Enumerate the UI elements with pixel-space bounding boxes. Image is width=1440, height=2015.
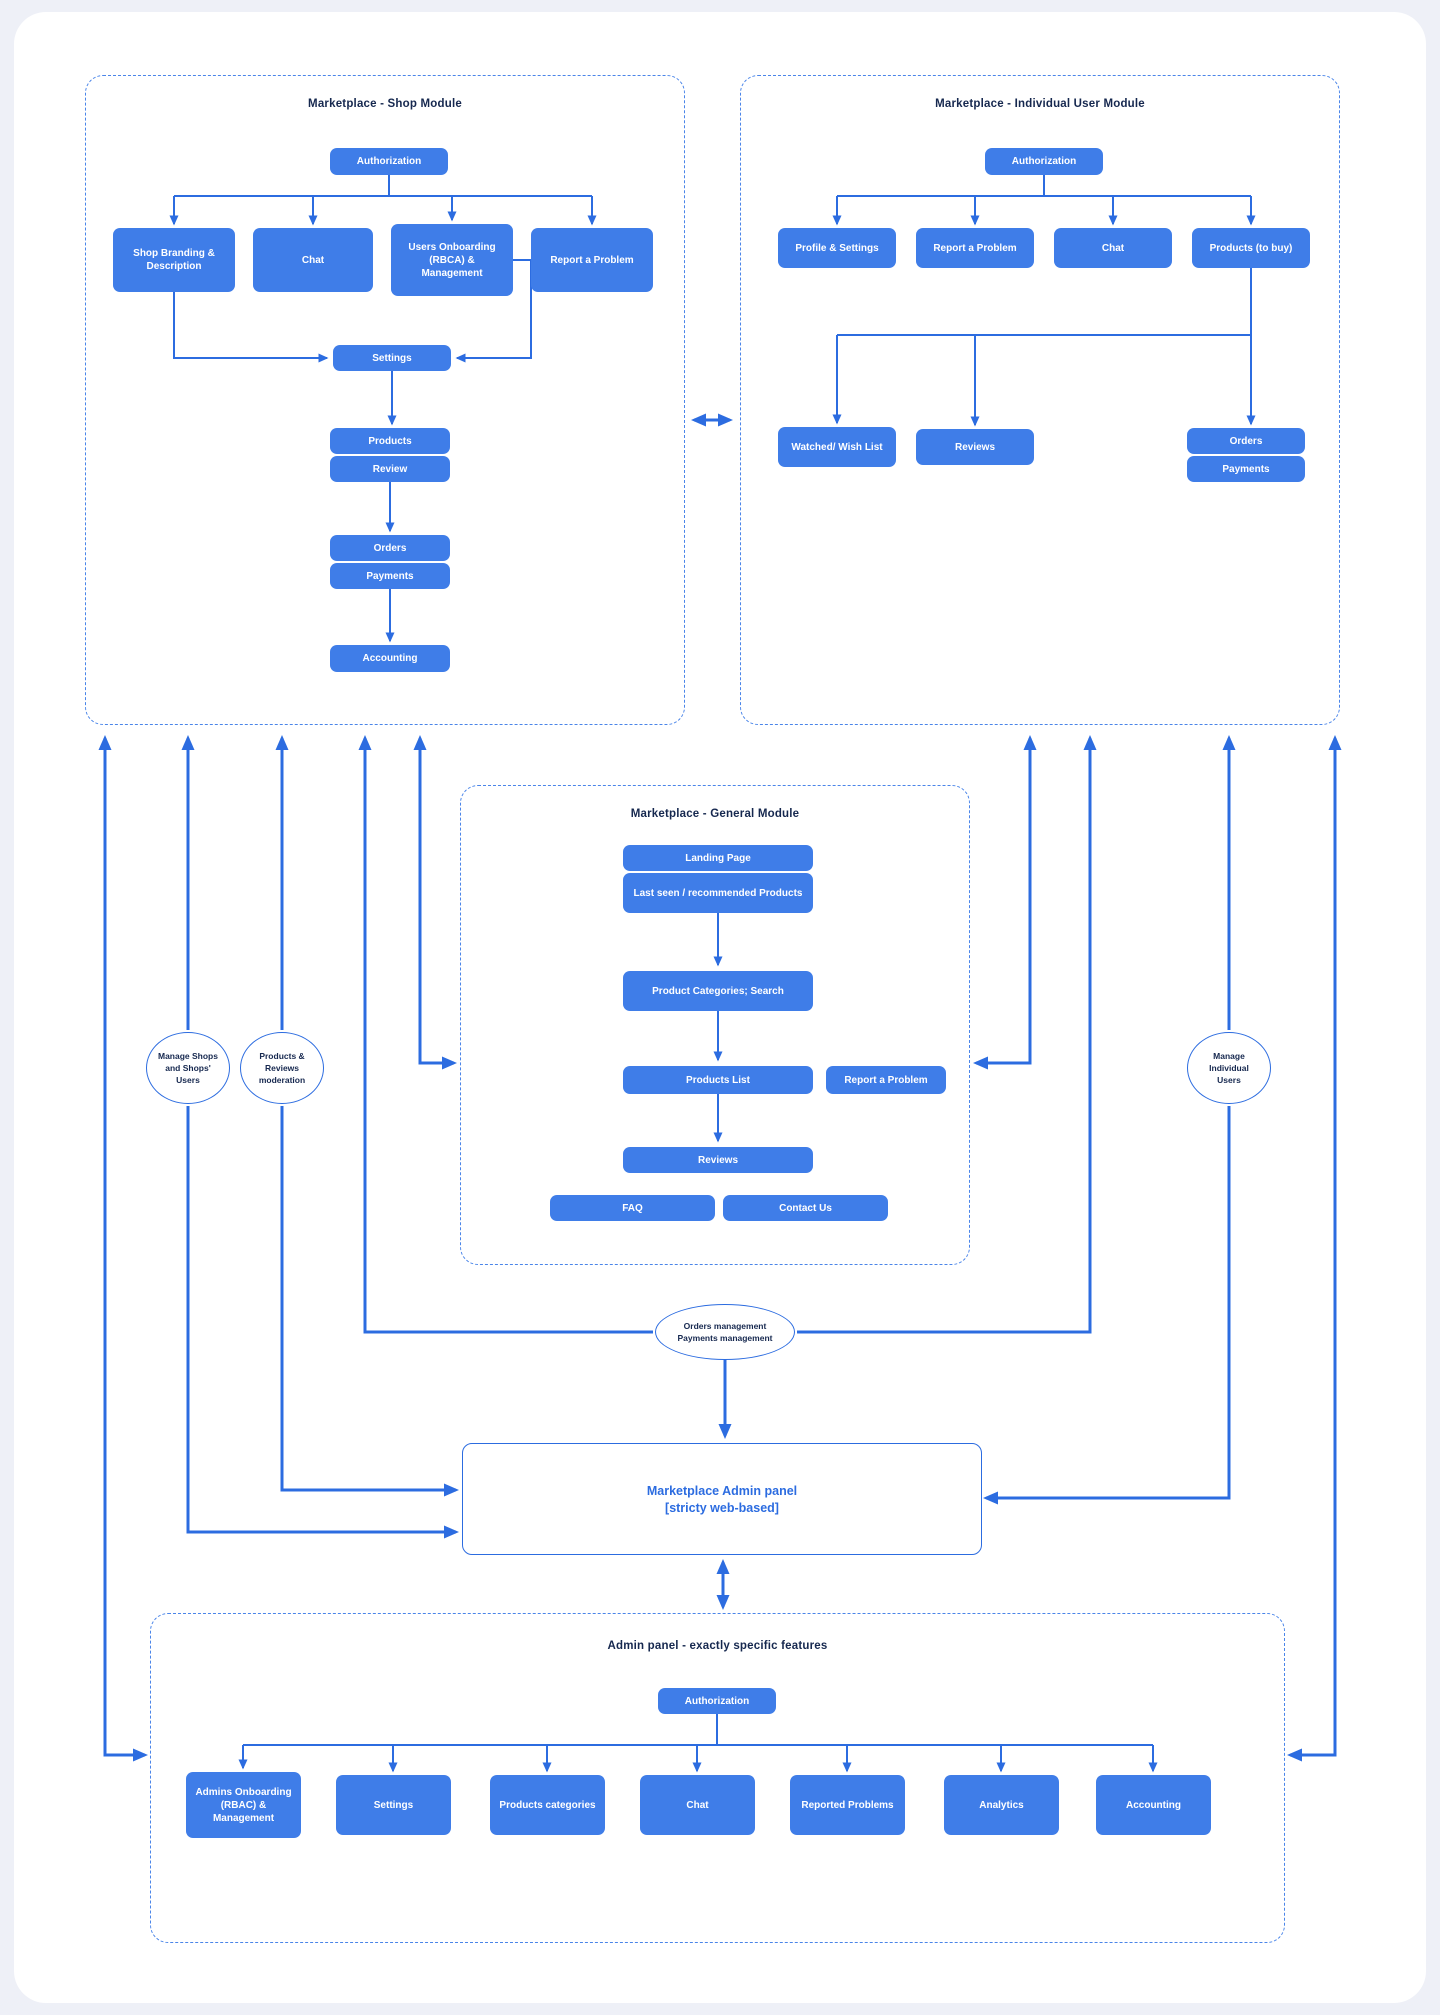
individual-orders-node: Orders: [1187, 428, 1305, 454]
individual-authorization-node: Authorization: [985, 148, 1103, 175]
individual-payments-node: Payments: [1187, 456, 1305, 482]
admin-features-container: Admin panel - exactly specific features: [150, 1613, 1285, 1943]
manage-shops-bubble: Manage Shops and Shops' Users: [146, 1032, 230, 1104]
admin-settings-node: Settings: [336, 1775, 451, 1835]
shop-accounting-node: Accounting: [330, 645, 450, 672]
admin-admins-onboarding-node: Admins Onboarding (RBAC) & Management: [186, 1772, 301, 1838]
shop-branding-node: Shop Branding & Description: [113, 228, 235, 292]
individual-report-problem-node: Report a Problem: [916, 228, 1034, 268]
individual-products-to-buy-node: Products (to buy): [1192, 228, 1310, 268]
general-faq-node: FAQ: [550, 1195, 715, 1221]
admin-features-title: Admin panel - exactly specific features: [607, 1640, 828, 1652]
manage-individual-bubble: Manage Individual Users: [1187, 1032, 1271, 1104]
shop-chat-node: Chat: [253, 228, 373, 292]
admin-authorization-node: Authorization: [658, 1688, 776, 1714]
general-landing-page-node: Landing Page: [623, 845, 813, 871]
individual-profile-settings-node: Profile & Settings: [778, 228, 896, 268]
orders-management-bubble: Orders management Payments management: [655, 1304, 795, 1360]
admin-panel-title-line2: [stricty web-based]: [665, 1500, 779, 1515]
marketplace-admin-panel: Marketplace Admin panel [stricty web-bas…: [462, 1443, 982, 1555]
admin-accounting-node: Accounting: [1096, 1775, 1211, 1835]
general-report-problem-node: Report a Problem: [826, 1066, 946, 1094]
general-module-title: Marketplace - General Module: [630, 808, 800, 820]
shop-payments-node: Payments: [330, 563, 450, 589]
admin-chat-node: Chat: [640, 1775, 755, 1835]
shop-users-onboarding-node: Users Onboarding (RBCA) & Management: [391, 224, 513, 296]
payments-management-line2: Payments management: [677, 1333, 773, 1343]
shop-module-title: Marketplace - Shop Module: [308, 98, 462, 110]
shop-module-container: Marketplace - Shop Module: [85, 75, 685, 725]
general-categories-search-node: Product Categories; Search: [623, 971, 813, 1011]
shop-review-node: Review: [330, 456, 450, 482]
individual-watched-wishlist-node: Watched/ Wish List: [778, 427, 896, 467]
shop-orders-node: Orders: [330, 535, 450, 561]
individual-module-container: Marketplace - Individual User Module: [740, 75, 1340, 725]
individual-chat-node: Chat: [1054, 228, 1172, 268]
shop-authorization-node: Authorization: [330, 148, 448, 175]
admin-analytics-node: Analytics: [944, 1775, 1059, 1835]
general-products-list-node: Products List: [623, 1066, 813, 1094]
general-last-seen-node: Last seen / recommended Products: [623, 873, 813, 913]
orders-management-line1: Orders management: [683, 1320, 767, 1331]
general-module-container: Marketplace - General Module: [460, 785, 970, 1265]
admin-products-categories-node: Products categories: [490, 1775, 605, 1835]
shop-settings-node: Settings: [333, 345, 451, 371]
admin-panel-title-line1: Marketplace Admin panel: [646, 1483, 798, 1498]
individual-module-title: Marketplace - Individual User Module: [935, 98, 1145, 110]
individual-reviews-node: Reviews: [916, 429, 1034, 465]
shop-report-problem-node: Report a Problem: [531, 228, 653, 292]
shop-products-node: Products: [330, 428, 450, 454]
general-reviews-node: Reviews: [623, 1147, 813, 1173]
moderation-bubble: Products & Reviews moderation: [240, 1032, 324, 1104]
admin-reported-problems-node: Reported Problems: [790, 1775, 905, 1835]
general-contact-us-node: Contact Us: [723, 1195, 888, 1221]
